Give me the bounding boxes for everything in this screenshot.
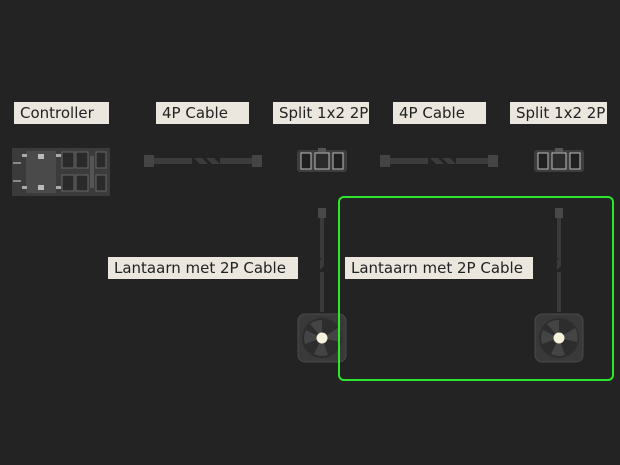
- cable2-label: 4P Cable: [393, 102, 486, 124]
- split2-icon[interactable]: [534, 148, 584, 174]
- cable2-icon[interactable]: [380, 152, 498, 170]
- lantern1-label: Lantaarn met 2P Cable: [108, 257, 298, 279]
- selection-highlight: [338, 196, 614, 381]
- lantern1-icon[interactable]: [296, 208, 348, 364]
- controller-board-icon[interactable]: [12, 148, 110, 196]
- split2-label: Split 1x2 2P: [510, 102, 607, 124]
- lantern2-icon[interactable]: [533, 208, 585, 364]
- controller-label: Controller: [14, 102, 109, 124]
- cable1-icon[interactable]: [144, 152, 262, 170]
- split1-icon[interactable]: [297, 148, 347, 174]
- split1-label: Split 1x2 2P: [273, 102, 369, 124]
- cable1-label: 4P Cable: [156, 102, 249, 124]
- lantern2-label: Lantaarn met 2P Cable: [345, 257, 533, 279]
